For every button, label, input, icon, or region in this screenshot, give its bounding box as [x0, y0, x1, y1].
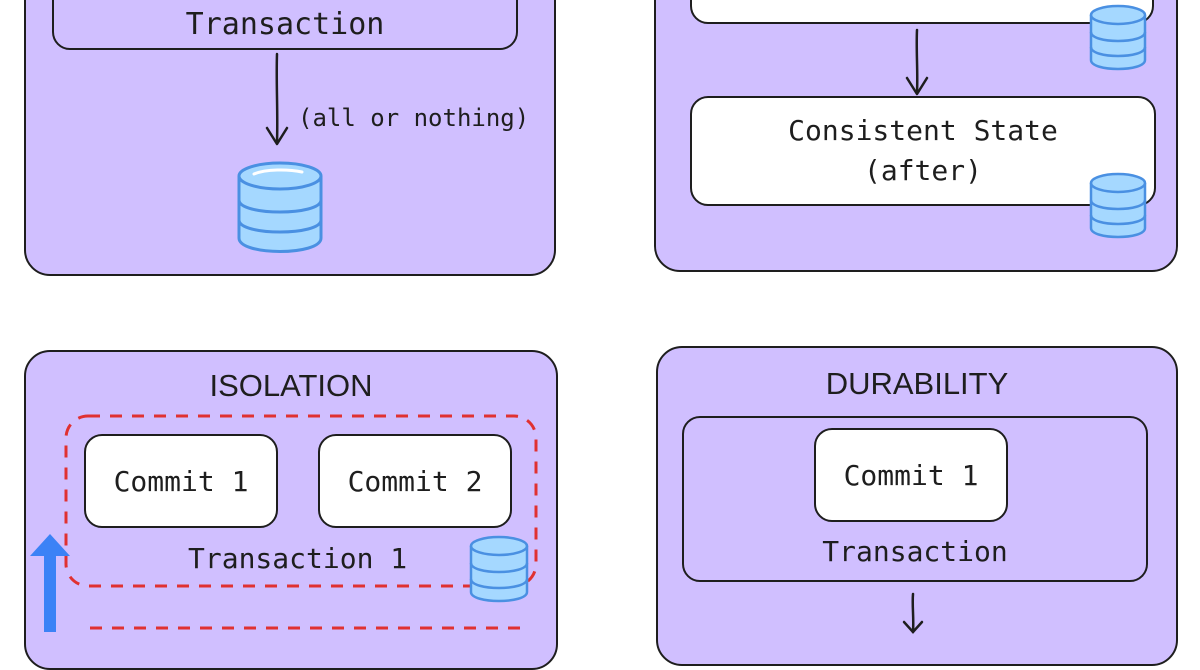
- isolation-commit-1-box: Commit 1: [84, 434, 278, 528]
- up-arrow-icon: [30, 534, 70, 632]
- durability-transaction-label: Transaction: [822, 535, 1008, 568]
- consistency-after-box: Consistent State (after): [690, 96, 1156, 206]
- isolation-title: ISOLATION: [209, 368, 373, 403]
- down-arrow-icon: [902, 592, 924, 634]
- down-arrow-icon: [265, 52, 289, 146]
- consistency-before-box: before: [690, 0, 1154, 24]
- database-icon: [1089, 4, 1147, 71]
- database-icon: [469, 535, 529, 603]
- isolation-transaction-group: [64, 414, 538, 588]
- atomicity-arrow-note: (all or nothing): [298, 104, 530, 132]
- database-icon: [237, 161, 323, 253]
- isolation-transaction-label: Transaction 1: [188, 542, 408, 575]
- durability-title: DURABILITY: [825, 366, 1009, 401]
- atomicity-transaction-box: Transaction: [52, 0, 518, 50]
- consistency-before-label: before: [871, 0, 972, 6]
- consistency-after-label-line1: Consistent State: [788, 114, 1058, 147]
- isolation-commit-1-label: Commit 1: [113, 464, 249, 498]
- database-icon: [1089, 172, 1147, 239]
- atomicity-transaction-label: Transaction: [185, 7, 385, 42]
- isolation-commit-2-box: Commit 2: [318, 434, 512, 528]
- consistency-after-label-line2: (after): [863, 154, 982, 187]
- isolation-commit-2-label: Commit 2: [347, 464, 483, 498]
- durability-commit-1-box: Commit 1: [814, 428, 1008, 522]
- down-arrow-icon: [905, 28, 929, 96]
- durability-commit-1-label: Commit 1: [843, 458, 979, 492]
- isolation-transaction-2-group: [90, 626, 520, 630]
